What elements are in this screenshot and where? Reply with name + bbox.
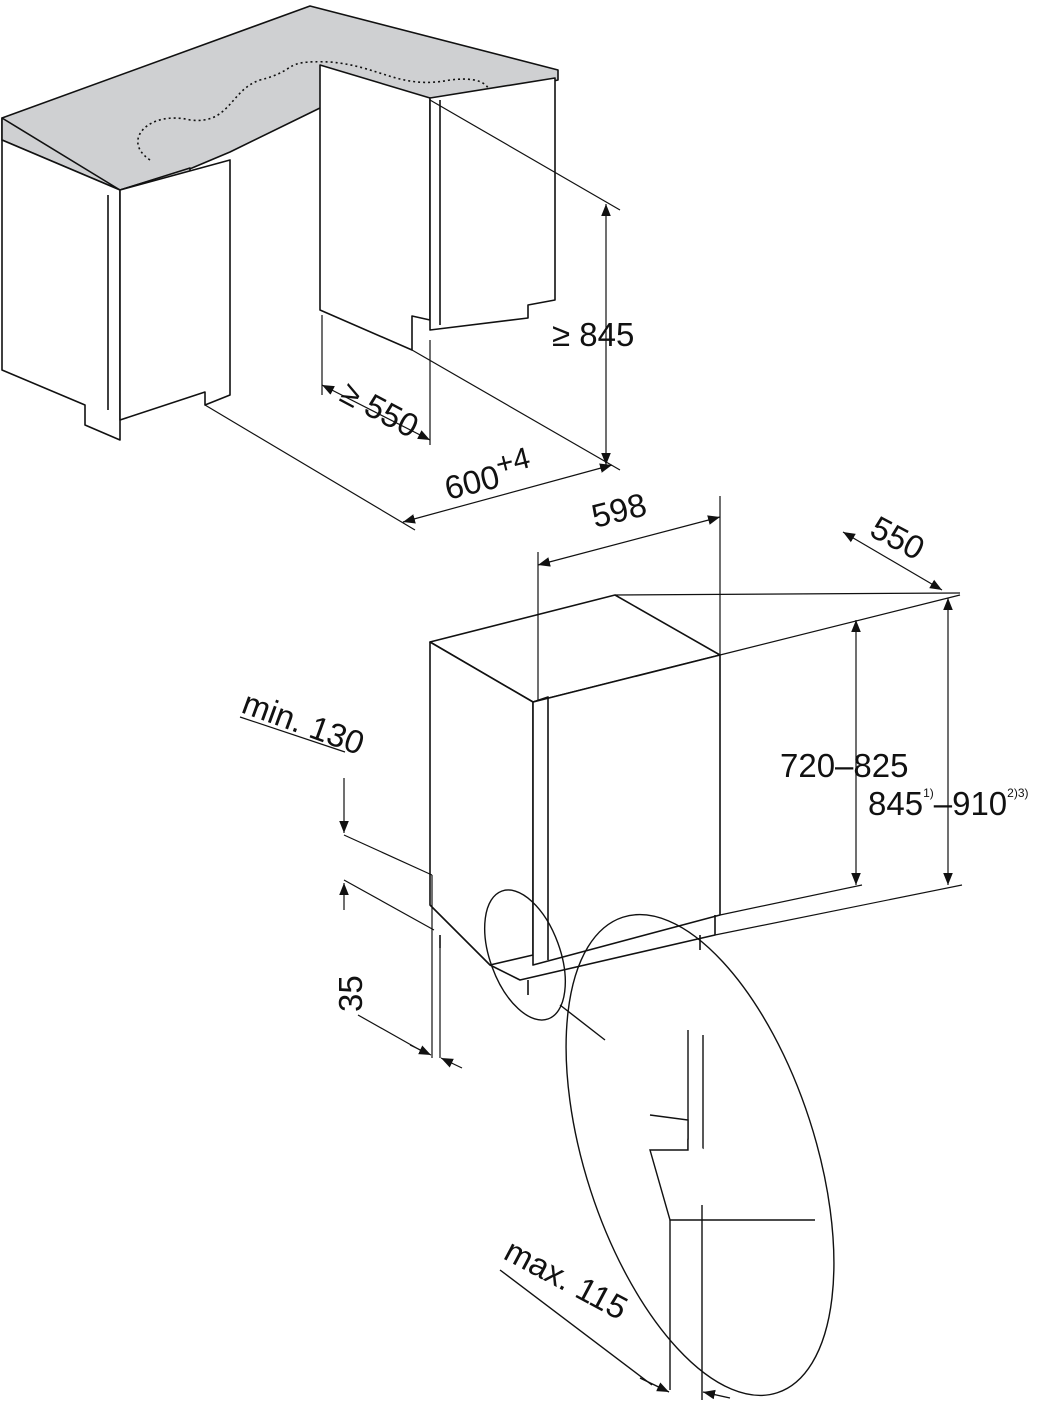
countertop-cutout: [137, 60, 491, 161]
dishwasher: [429, 594, 721, 995]
plinth-max-arrow-right: [702, 1389, 731, 1400]
plinth-detail: [484, 889, 835, 1400]
right-cabinet-inner: [319, 64, 431, 351]
appliance-depth-label: 550: [865, 509, 931, 568]
foot-offset-arrow-right: [440, 1057, 463, 1069]
left-cabinet-side: [119, 159, 231, 421]
appliance-depth-arrow: [842, 531, 943, 591]
niche-width-arrow: [402, 463, 613, 524]
total-height-b-note: 2)3): [1007, 786, 1028, 800]
total-height-a-note: 1): [923, 786, 934, 800]
foot-offset-label: 35: [332, 975, 369, 1012]
total-height-label: 8451)–9102)3): [868, 785, 1029, 822]
niche-depth-arrow: [321, 384, 431, 441]
total-height-dash: –910: [934, 785, 1007, 822]
plinth-max-arrow-left: [639, 1377, 670, 1393]
detail-plinth: [649, 1114, 815, 1221]
door-height-label: 720–825: [780, 747, 908, 784]
left-cabinet: [1, 139, 121, 441]
niche-width-base: 600: [441, 458, 503, 507]
plinth-max-label: max. 115: [499, 1232, 634, 1327]
kitchen-niche: [1, 5, 559, 441]
niche-width-label: 600+4: [439, 442, 537, 507]
dishwasher-door-edge: [532, 696, 549, 960]
dishwasher-door: [532, 654, 721, 966]
niche-depth-label: ≥ 550: [335, 374, 425, 445]
niche-height-label: ≥ 845: [552, 316, 634, 353]
dishwasher-plinth: [489, 915, 716, 981]
dishwasher-side: [429, 641, 534, 966]
appliance-width-label: 598: [588, 486, 650, 535]
appliance-dimension-lines: [239, 496, 963, 1069]
niche-width-tolerance: +4: [492, 442, 533, 482]
plinth-clearance-label: min. 130: [238, 684, 370, 762]
appliance-width-arrow: [537, 515, 721, 567]
right-cabinet-front: [429, 77, 556, 331]
foot-offset-arrow-left: [409, 1044, 432, 1056]
total-height-a: 845: [868, 785, 923, 822]
niche-dimension-lines: [204, 99, 621, 531]
detail-callout-large: [565, 913, 835, 1397]
detail-callout-small: [484, 889, 566, 1021]
